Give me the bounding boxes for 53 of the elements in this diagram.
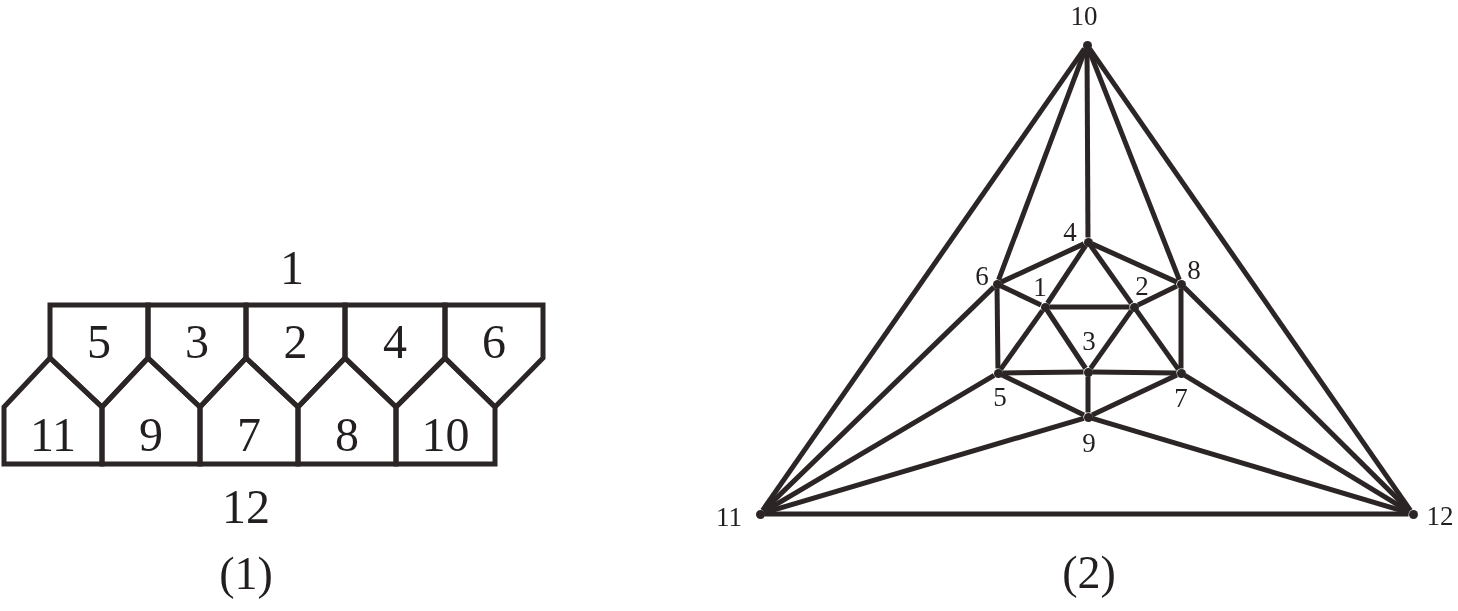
vertex-label: 2: [1135, 272, 1149, 300]
vertex-label: 8: [1187, 256, 1201, 284]
graph-edge: [1182, 285, 1412, 513]
figure-label: (2): [1062, 550, 1116, 596]
vertex-label: 12: [1426, 502, 1454, 530]
graph-edge: [1092, 369, 1177, 376]
graph-edge: [1088, 309, 1134, 370]
face-number: 1: [280, 244, 304, 292]
graph-edge: [1045, 309, 1088, 370]
face-number: 12: [222, 483, 270, 531]
vertex-label: 6: [975, 262, 989, 290]
face-number: 5: [87, 318, 111, 366]
graph-edge: [1000, 241, 1085, 285]
figure-label: (1): [219, 551, 273, 597]
face-number: 8: [335, 411, 359, 459]
graph-edge: [998, 309, 1045, 371]
graph-edge: [763, 415, 1085, 516]
graph-edge: [1091, 415, 1410, 516]
graph-edge: [1091, 241, 1178, 285]
graph-edge: [994, 288, 1001, 369]
graph-edge: [1000, 372, 1086, 418]
face-number: 10: [421, 411, 470, 459]
graph-edge: [996, 48, 1088, 281]
graph-edge: [1178, 288, 1184, 369]
graph-edge: [1045, 244, 1088, 305]
graph-edge: [1183, 373, 1411, 514]
face-number: 4: [383, 318, 407, 366]
face-number: 2: [283, 318, 308, 366]
vertex-label: 9: [1082, 429, 1096, 457]
graph-edge: [761, 285, 996, 513]
face-number: 3: [185, 318, 209, 366]
vertex-label: 1: [1033, 273, 1047, 301]
graph-edge: [1084, 49, 1091, 238]
face-number: 7: [237, 411, 261, 459]
pentagon-face: [442, 302, 546, 410]
face-number: 9: [139, 411, 163, 459]
graph-edge: [1091, 372, 1178, 418]
vertex-label: 11: [716, 503, 742, 531]
vertex-label: 7: [1174, 384, 1188, 412]
vertex-label: 5: [993, 383, 1007, 411]
graph-edge: [1049, 304, 1130, 310]
face-number: 6: [482, 318, 506, 366]
vertex-label: 4: [1063, 218, 1077, 246]
graph-edge: [1136, 283, 1179, 308]
graph-edge: [764, 511, 1409, 517]
face-number: 11: [29, 411, 77, 459]
graph-edge: [1085, 376, 1091, 413]
graph-edge: [1002, 369, 1084, 376]
graph-edge: [1134, 309, 1181, 371]
vertex-label: 3: [1082, 327, 1096, 355]
vertex-label: 10: [1070, 2, 1098, 30]
graph-edge: [1088, 244, 1134, 305]
graph-edge: [999, 283, 1043, 308]
